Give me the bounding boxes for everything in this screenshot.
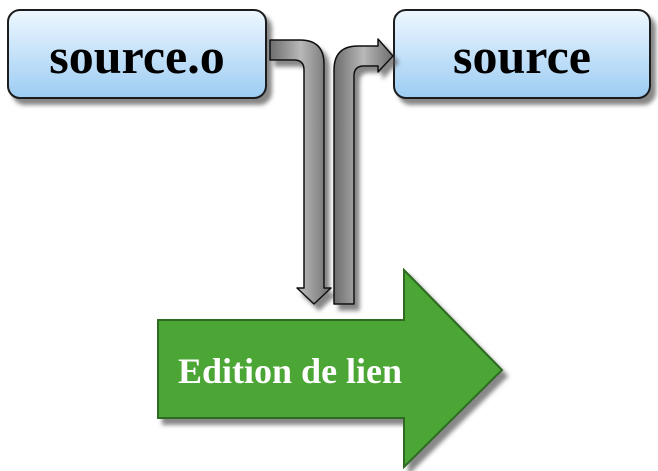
output-file-box-shape [393, 9, 651, 99]
output-connector-arrow [333, 38, 394, 305]
input-connector-arrow [269, 39, 332, 305]
linker-process-label: Edition de lien [178, 351, 402, 391]
input-file-box-shape [7, 9, 267, 99]
output-file-label: source [453, 28, 591, 84]
input-file-box [7, 9, 267, 99]
output-connector-shape [333, 38, 394, 305]
linker-process-arrow [157, 267, 504, 470]
linker-process-shape [157, 267, 504, 470]
input-connector-shape [269, 39, 332, 305]
output-file-box [393, 9, 651, 99]
input-file-label: source.o [49, 28, 224, 84]
